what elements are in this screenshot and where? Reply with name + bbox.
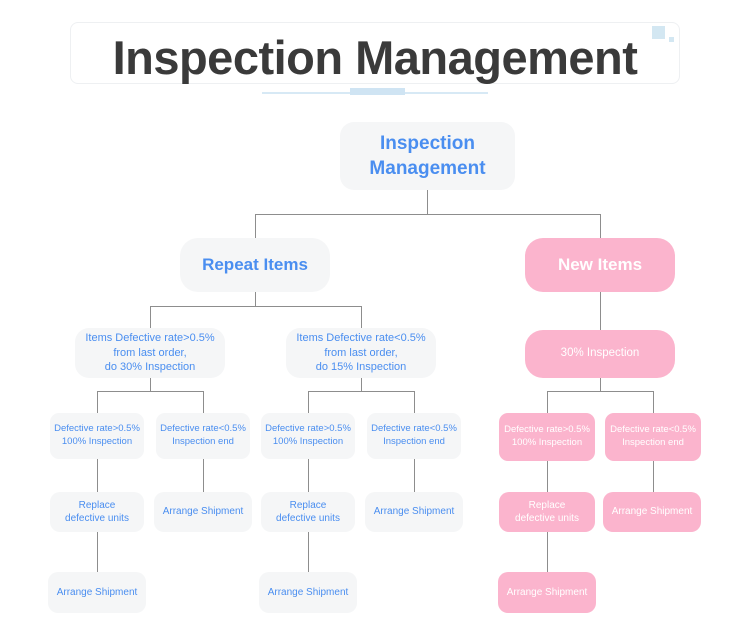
connector-to-r-high — [150, 306, 151, 328]
connector-ngt-to-replace — [547, 461, 548, 492]
node-label-line1: Replace — [528, 499, 566, 511]
connector-repeat-bus — [150, 306, 361, 307]
node-label-line1: Defective rate<0.5% — [610, 424, 696, 436]
node-label-line2: from last order, — [324, 346, 398, 359]
node-new-arrange-shipment[interactable]: Arrange Shipment — [603, 492, 701, 532]
connector-repeat-stem — [255, 292, 256, 306]
connector-rlgt-to-replace — [308, 459, 309, 492]
node-repeat-low-final-shipment[interactable]: Arrange Shipment — [259, 572, 357, 613]
connector-rhigh-bus — [97, 391, 203, 392]
connector-rhgt-to-replace — [97, 459, 98, 492]
connector-to-n-lt — [653, 391, 654, 413]
decoration-square-small-icon — [669, 37, 674, 42]
node-label-line1: Inspection — [379, 132, 475, 154]
connector-to-r-low — [361, 306, 362, 328]
node-label: 30% Inspection — [560, 347, 640, 360]
node-label-line2: defective units — [276, 513, 340, 524]
node-label-line2: 100% Inspection — [61, 436, 133, 447]
node-label: Arrange Shipment — [56, 586, 138, 598]
node-repeat-high-final-shipment[interactable]: Arrange Shipment — [48, 572, 146, 613]
node-label-line2: Inspection end — [383, 436, 445, 447]
node-label-line1: Defective rate<0.5% — [160, 423, 246, 435]
node-repeat-low-arrange-shipment[interactable]: Arrange Shipment — [365, 492, 463, 532]
connector-to-rh-lt — [203, 391, 204, 413]
node-repeat-high-gt-threshold[interactable]: Defective rate>0.5% 100% Inspection — [50, 413, 144, 459]
node-label-line3: do 30% Inspection — [104, 361, 196, 374]
node-repeat-high-defect-rule[interactable]: Items Defective rate>0.5% from last orde… — [75, 328, 225, 378]
title-underline-accent — [350, 88, 405, 95]
node-label-line2: defective units — [515, 513, 579, 524]
node-new-items[interactable]: New Items — [525, 238, 675, 292]
node-label-line1: Replace — [78, 499, 116, 511]
node-label: New Items — [557, 254, 643, 274]
node-label-line1: Items Defective rate<0.5% — [296, 332, 426, 345]
node-new-lt-threshold[interactable]: Defective rate<0.5% Inspection end — [605, 413, 701, 461]
node-inspection-management[interactable]: Inspection Management — [340, 122, 515, 190]
node-label-line1: Defective rate<0.5% — [371, 423, 457, 435]
node-label-line1: Items Defective rate>0.5% — [85, 332, 215, 345]
connector-rhreplace-to-ship — [97, 532, 98, 572]
connector-rllt-to-arrange — [414, 459, 415, 492]
node-label-line2: 100% Inspection — [511, 437, 583, 448]
node-repeat-high-replace-units[interactable]: Replace defective units — [50, 492, 144, 532]
connector-rlreplace-to-ship — [308, 532, 309, 572]
node-new-30-percent-inspection[interactable]: 30% Inspection — [525, 330, 675, 378]
node-repeat-low-lt-threshold[interactable]: Defective rate<0.5% Inspection end — [367, 413, 461, 459]
connector-root-bus — [255, 214, 600, 215]
node-label-line3: do 15% Inspection — [315, 361, 407, 374]
connector-to-rl-lt — [414, 391, 415, 413]
connector-rhigh-stem — [150, 378, 151, 391]
node-label-line1: Replace — [289, 499, 327, 511]
connector-to-rl-gt — [308, 391, 309, 413]
node-label-line2: Inspection end — [172, 436, 234, 447]
node-label-line2: Management — [369, 158, 486, 179]
connector-to-repeat — [255, 214, 256, 238]
node-label-line2: from last order, — [113, 346, 187, 359]
decoration-square-large-icon — [652, 26, 665, 39]
connector-rlow-bus — [308, 391, 414, 392]
node-new-final-shipment[interactable]: Arrange Shipment — [498, 572, 596, 613]
connector-n30-stem — [600, 378, 601, 391]
connector-rhlt-to-arrange — [203, 459, 204, 492]
node-repeat-low-gt-threshold[interactable]: Defective rate>0.5% 100% Inspection — [261, 413, 355, 459]
connector-to-new — [600, 214, 601, 238]
node-label: Arrange Shipment — [611, 506, 693, 518]
node-repeat-low-defect-rule[interactable]: Items Defective rate<0.5% from last orde… — [286, 328, 436, 378]
node-label: Arrange Shipment — [373, 506, 455, 518]
connector-nlt-to-arrange — [653, 461, 654, 492]
node-label-line2: Inspection end — [622, 437, 684, 448]
node-repeat-high-arrange-shipment[interactable]: Arrange Shipment — [154, 492, 252, 532]
node-label-line2: 100% Inspection — [272, 436, 344, 447]
node-label-line2: defective units — [65, 513, 129, 524]
node-label: Arrange Shipment — [267, 586, 349, 598]
node-label: Repeat Items — [202, 254, 308, 274]
node-new-replace-units[interactable]: Replace defective units — [499, 492, 595, 532]
connector-to-n-gt — [547, 391, 548, 413]
node-label: Arrange Shipment — [162, 506, 244, 518]
connector-new-stem — [600, 292, 601, 330]
node-label: Arrange Shipment — [506, 586, 588, 598]
node-repeat-low-replace-units[interactable]: Replace defective units — [261, 492, 355, 532]
node-label-line1: Defective rate>0.5% — [265, 423, 351, 435]
connector-n30-bus — [547, 391, 653, 392]
header-card — [70, 22, 680, 84]
node-new-gt-threshold[interactable]: Defective rate>0.5% 100% Inspection — [499, 413, 595, 461]
connector-nreplace-to-ship — [547, 532, 548, 572]
node-label-line1: Defective rate>0.5% — [504, 424, 590, 436]
connector-rlow-stem — [361, 378, 362, 391]
node-repeat-items[interactable]: Repeat Items — [180, 238, 330, 292]
node-label-line1: Defective rate>0.5% — [54, 423, 140, 435]
connector-root-stem — [427, 190, 428, 214]
node-repeat-high-lt-threshold[interactable]: Defective rate<0.5% Inspection end — [156, 413, 250, 459]
connector-to-rh-gt — [97, 391, 98, 413]
page-title: Inspection Management — [112, 30, 638, 84]
